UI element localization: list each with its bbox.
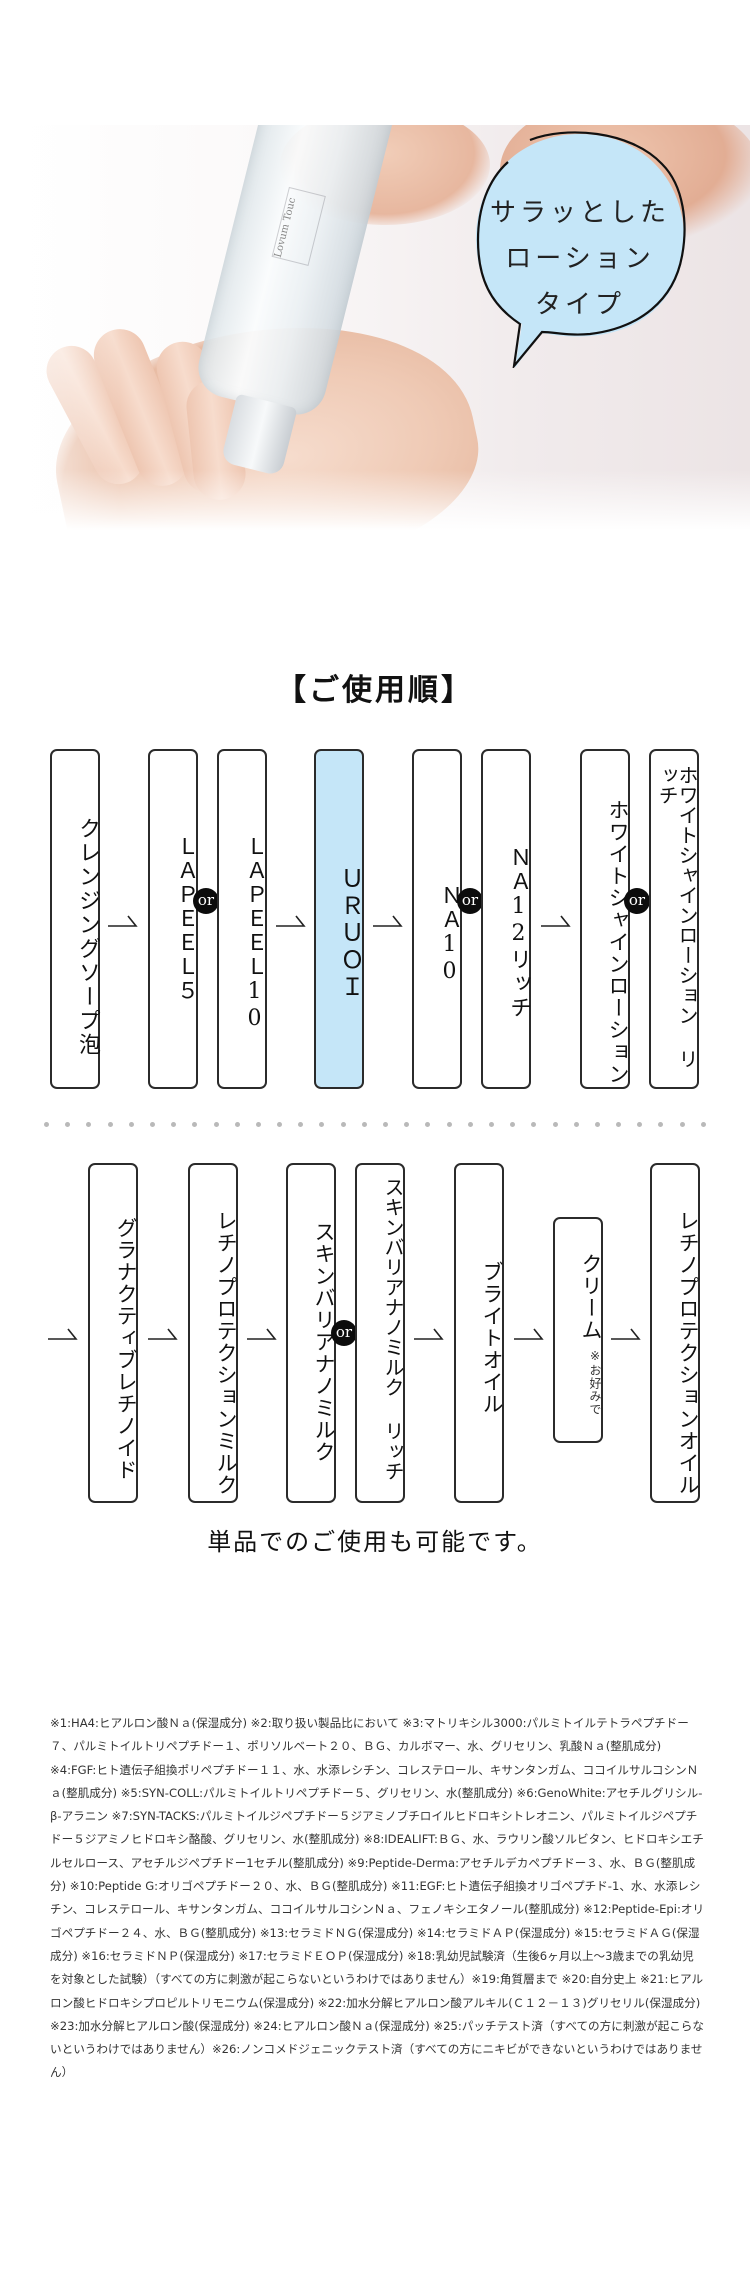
step-label: スキンバリアナノミルク (312, 1221, 336, 1463)
step-retino-protection-milk: レチノプロテクションミルク (188, 1163, 238, 1503)
divider-dot (277, 1122, 283, 1127)
step-retino-protection-oil: レチノプロテクションオイル (650, 1163, 700, 1503)
speech-bubble-shape (476, 131, 686, 368)
step-label: レチノプロテクションオイル (676, 1210, 700, 1496)
divider-dot (531, 1122, 537, 1127)
divider-dot (234, 1122, 240, 1127)
or-badge: or (624, 888, 650, 914)
step-cleansing-soap-foam: クレンジングソープ泡 (50, 749, 100, 1089)
bottle-label: Lovum Touc (271, 186, 326, 266)
or-badge: or (331, 1320, 357, 1346)
step-la-peel-10: ＬＡＰＥＥＬ10 (217, 749, 267, 1089)
step-na-10: ＮＡ10 (412, 749, 462, 1089)
divider-dot (65, 1122, 71, 1127)
arrow-icon (108, 915, 138, 927)
step-label: ＮＡ10 (437, 884, 462, 986)
divider-dot (171, 1122, 177, 1127)
divider-dot (361, 1122, 367, 1127)
step-white-shine-lotion: ホワイトシャインローション (580, 749, 630, 1089)
divider-dot (616, 1122, 622, 1127)
or-badge: or (193, 888, 219, 914)
step-label: レチノプロテクションミルク (214, 1210, 238, 1496)
step-label: クレンジングソープ泡 (75, 817, 100, 1057)
moon-icon (664, 1435, 689, 1463)
divider-dot (340, 1122, 346, 1127)
usage-order-title: 【ご使用順】 (276, 673, 474, 708)
divider-dot (700, 1122, 706, 1127)
divider-dot (383, 1122, 388, 1127)
divider-dot (658, 1122, 664, 1127)
divider-dot (107, 1122, 113, 1127)
step-label: ホワイトシャインローション リッチ (655, 765, 699, 1069)
step-label: ＬＡＰＥＥＬ５ (173, 835, 198, 1003)
divider-dot (255, 1122, 261, 1127)
step-label: ＮＡ12リッチ (506, 846, 531, 1020)
divider-dot (425, 1122, 431, 1127)
arrow-icon (541, 915, 571, 927)
step-label: グラナクティブレチノイド (114, 1217, 138, 1481)
divider-dot (467, 1122, 473, 1127)
step-granactive-retinoid: グラナクティブレチノイド (88, 1163, 138, 1503)
divider-dot (213, 1122, 219, 1127)
arrow-icon (373, 915, 403, 927)
divider-dot (510, 1122, 516, 1127)
step-label: ＬＡＰＥＥＬ10 (242, 835, 267, 1033)
step-label: ホワイトシャインローション (606, 799, 630, 1085)
divider-dot (128, 1122, 134, 1127)
divider-dot (594, 1122, 600, 1127)
divider-dot (446, 1122, 452, 1127)
step-label: クリーム (579, 1253, 603, 1341)
divider-dot (573, 1122, 579, 1127)
divider-dot (86, 1122, 92, 1127)
moon-icon (102, 1435, 127, 1463)
divider-dot (298, 1122, 304, 1127)
speech-bubble: サラッとした ローション タイプ (470, 128, 690, 368)
step-label: ブライトオイル (480, 1261, 504, 1415)
divider-dot (637, 1122, 643, 1127)
divider-dot (44, 1122, 49, 1127)
arrow-icon (514, 1328, 544, 1340)
divider-dot (149, 1122, 155, 1127)
arrow-icon (276, 915, 306, 927)
bubble-line: タイプ (534, 290, 625, 320)
arrow-icon (247, 1328, 277, 1340)
step-uruoi: ＵＲＵＯＩ (314, 749, 364, 1089)
step-white-shine-lotion-rich: ホワイトシャインローション リッチ (649, 749, 699, 1089)
arrow-icon (414, 1328, 444, 1340)
ingredient-footnotes: ※1:HA4:ヒアルロン酸Ｎａ(保湿成分) ※2:取り扱い製品比において ※3:… (50, 1716, 705, 2080)
divider-dot (552, 1122, 558, 1127)
arrow-icon (48, 1328, 78, 1340)
step-skin-barrier-nano-milk: スキンバリアナノミルク (286, 1163, 336, 1503)
divider-dot (192, 1122, 198, 1127)
bubble-line: サラッとした (489, 198, 670, 228)
step-bright-oil: ブライトオイル (454, 1163, 504, 1503)
arrow-icon (611, 1328, 641, 1340)
step-label: スキンバリアナノミルク リッチ (381, 1177, 405, 1481)
step-note: ※お好みで (588, 1349, 602, 1416)
step-cream: クリーム ※お好みで (553, 1217, 603, 1443)
arrow-icon (148, 1328, 178, 1340)
or-badge: or (457, 888, 483, 914)
divider-dot (488, 1122, 494, 1127)
dotted-divider (44, 1122, 706, 1128)
step-label: ＵＲＵＯＩ (336, 866, 364, 1001)
step-la-peel-5: ＬＡＰＥＥＬ５ (148, 749, 198, 1089)
step-na-12-rich: ＮＡ12リッチ (481, 749, 531, 1089)
single-use-note: 単品でのご使用も可能です。 (207, 1528, 543, 1556)
moon-icon (202, 1435, 227, 1463)
step-skin-barrier-nano-milk-rich: スキンバリアナノミルク リッチ (355, 1163, 405, 1503)
divider-dot (404, 1122, 410, 1127)
divider-dot (679, 1122, 685, 1127)
bubble-line: ローション (505, 244, 655, 274)
divider-dot (319, 1122, 325, 1127)
bubble-text: サラッとした ローション タイプ (470, 190, 690, 328)
